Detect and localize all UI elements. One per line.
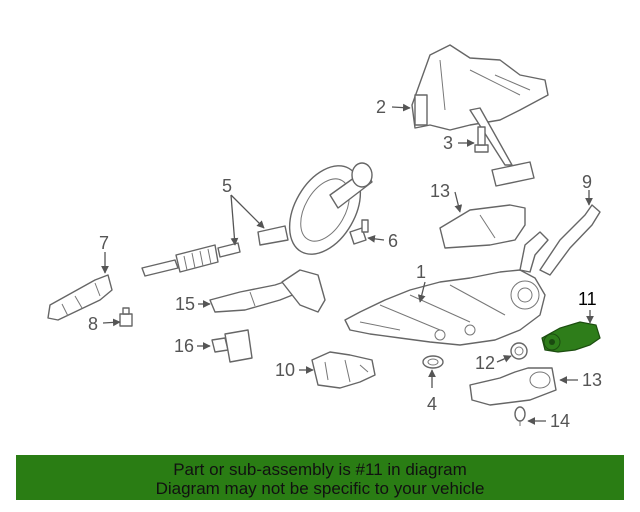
callout-3: 3 — [443, 133, 453, 153]
screw-part[interactable] — [514, 406, 526, 426]
banner-line-part-number: Part or sub-assembly is #11 in diagram — [173, 460, 467, 479]
callout-4: 4 — [427, 394, 437, 414]
callout-leaders — [101, 103, 594, 425]
callout-2: 2 — [376, 97, 386, 117]
banner-line-disclaimer: Diagram may not be specific to your vehi… — [155, 479, 485, 498]
nut-part[interactable] — [510, 342, 528, 360]
parts-diagram: 2 3 5 13 9 6 7 1 11 15 8 16 12 10 13 4 1… — [47, 44, 602, 431]
callout-9: 9 — [582, 172, 592, 192]
callout-6: 6 — [388, 231, 398, 251]
callout-8: 8 — [88, 314, 98, 334]
pedal-bracket-part[interactable] — [411, 44, 549, 187]
callout-7: 7 — [99, 233, 109, 253]
upper-shroud-part[interactable] — [439, 204, 526, 249]
multifunction-switch-part[interactable] — [209, 269, 326, 313]
callout-13-lower: 13 — [582, 370, 602, 390]
callout-11: 11 — [578, 289, 597, 309]
wiper-lever-part[interactable] — [539, 204, 601, 276]
ignition-housing-part[interactable] — [311, 351, 376, 389]
switch-module-part[interactable] — [211, 329, 253, 363]
callout-1: 1 — [416, 262, 426, 282]
info-banner: Part or sub-assembly is #11 in diagram D… — [16, 455, 624, 500]
fastener-part[interactable] — [349, 219, 369, 245]
grommet-part[interactable] — [422, 355, 444, 369]
callout-13-upper: 13 — [430, 181, 450, 201]
intermediate-shaft-part[interactable] — [141, 153, 375, 277]
callout-15: 15 — [175, 294, 195, 314]
callout-12: 12 — [475, 353, 495, 373]
callout-16: 16 — [174, 336, 194, 356]
small-bolt-part[interactable] — [119, 307, 133, 327]
callout-labels: 2 3 5 13 9 6 7 1 11 15 8 16 12 10 13 4 1… — [88, 97, 602, 431]
lower-shroud-part[interactable] — [469, 367, 557, 406]
callout-5: 5 — [222, 176, 232, 196]
bolt-part[interactable] — [474, 126, 489, 153]
callout-10: 10 — [275, 360, 295, 380]
steering-column-part[interactable] — [344, 231, 549, 346]
steering-coupler-part[interactable] — [47, 274, 113, 321]
lock-cylinder-part-highlighted[interactable] — [541, 321, 601, 353]
callout-14: 14 — [550, 411, 570, 431]
